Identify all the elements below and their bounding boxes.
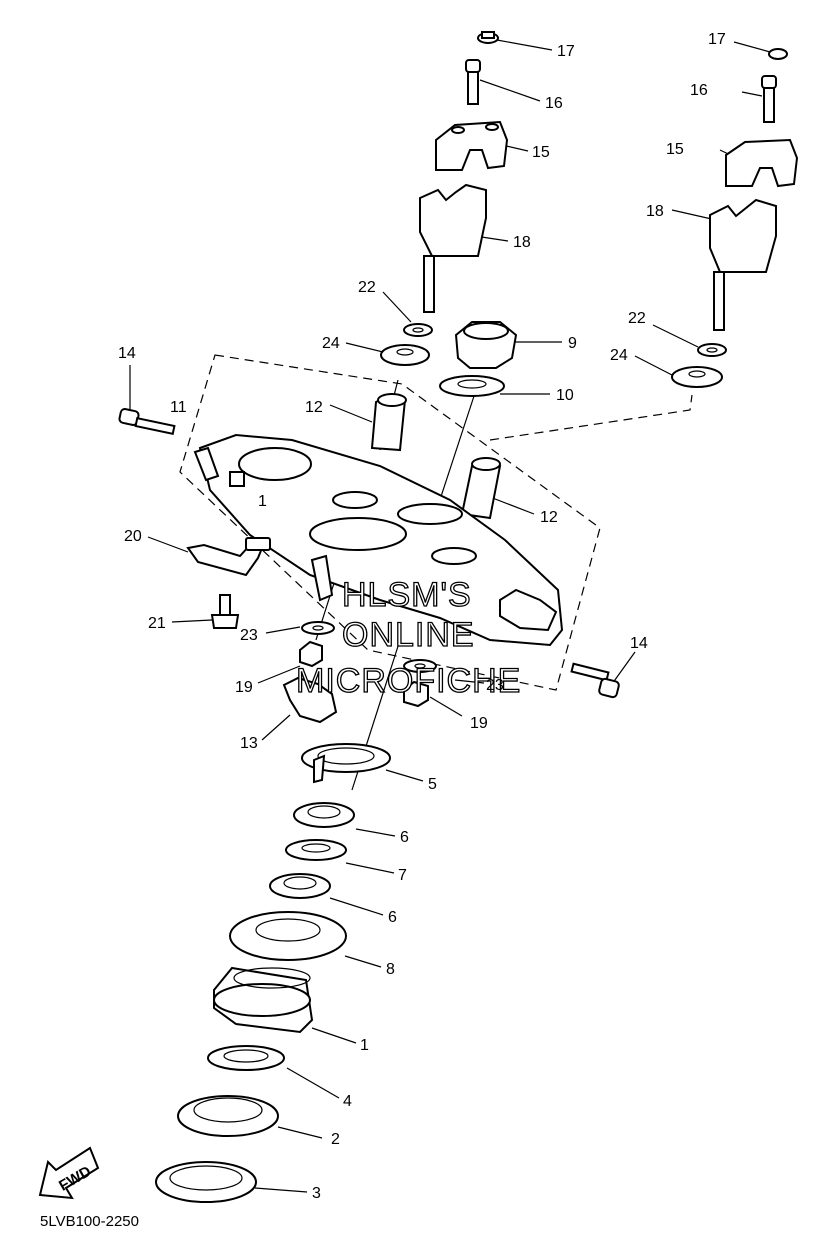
callout-8: 8 <box>386 961 395 978</box>
callout-15: 15 <box>532 144 550 161</box>
callout-9: 9 <box>568 335 577 352</box>
callout-12: 12 <box>305 399 323 416</box>
damper-24-left <box>380 344 430 366</box>
ring-nut-6-upper <box>293 802 355 828</box>
callout-24: 24 <box>322 335 340 352</box>
callout-3: 3 <box>312 1185 321 1202</box>
callout-19: 19 <box>470 715 488 732</box>
callout-20: 20 <box>124 528 142 545</box>
callout-17: 17 <box>708 31 726 48</box>
upper-clamp-15-left <box>435 120 509 171</box>
callout-16: 16 <box>545 95 563 112</box>
washer-23-right <box>403 659 437 673</box>
steering-nut-9 <box>454 321 518 369</box>
callout-16: 16 <box>690 82 708 99</box>
upper-bracket-11 <box>193 433 564 647</box>
callout-7: 7 <box>398 867 407 884</box>
callout-10: 10 <box>556 387 574 404</box>
pinch-bolt-14-right <box>570 662 620 699</box>
callout-2: 2 <box>331 1131 340 1148</box>
callout-22: 22 <box>358 279 376 296</box>
cap-17-left <box>477 31 499 44</box>
lock-washer-5 <box>301 743 391 784</box>
cable-guide-20 <box>186 537 271 577</box>
washer-23-left <box>301 621 335 635</box>
callout-23: 23 <box>240 627 258 644</box>
fwd-arrow-icon: FWD <box>38 1146 100 1200</box>
bearing-race-2 <box>177 1095 279 1137</box>
washer-22-right <box>697 343 727 357</box>
callout-6: 6 <box>400 829 409 846</box>
washer-22-left <box>403 323 433 337</box>
callout-5: 5 <box>428 776 437 793</box>
washer-4 <box>207 1045 285 1071</box>
callout-17: 17 <box>557 43 575 60</box>
washer-10 <box>439 375 505 397</box>
nut-19-right <box>403 680 429 708</box>
handlebar-holder-18-left <box>419 183 487 313</box>
callout-14: 14 <box>630 635 648 652</box>
callout-4: 4 <box>343 1093 352 1110</box>
callout-labels: 17 16 15 18 17 16 15 18 22 24 9 10 22 24… <box>118 31 726 1202</box>
callout-6: 6 <box>388 909 397 926</box>
watermark: HLSM'S ONLINE MICROFICHE <box>295 575 521 700</box>
callout-12: 12 <box>540 509 558 526</box>
callout-18: 18 <box>513 234 531 251</box>
rubber-washer-7 <box>285 839 347 861</box>
callout-24: 24 <box>610 347 628 364</box>
watermark-line-2: ONLINE <box>342 616 475 654</box>
bearing-1 <box>213 966 314 1034</box>
damper-24-right <box>671 366 723 388</box>
collar-12-left <box>370 393 407 452</box>
callout-13: 13 <box>240 735 258 752</box>
seal-3 <box>155 1161 257 1203</box>
callout-19: 19 <box>235 679 253 696</box>
dust-seal-8 <box>229 911 347 961</box>
callout-11: 11 <box>170 399 187 416</box>
bolt-16-left <box>465 59 481 105</box>
watermark-line-3: MICROFICHE <box>296 662 521 700</box>
cap-17-right <box>768 48 788 60</box>
callout-14: 14 <box>118 345 136 362</box>
callout-18: 18 <box>646 203 664 220</box>
bolt-21 <box>210 594 240 629</box>
collar-12-right <box>460 457 502 520</box>
callout-23: 23 <box>486 677 504 694</box>
pinch-bolt-14-left <box>118 408 176 436</box>
callout-15: 15 <box>666 141 684 158</box>
callout-1: 1 <box>360 1037 369 1054</box>
bolt-16-right <box>761 75 777 123</box>
callout-22: 22 <box>628 310 646 327</box>
ring-nut-6-lower <box>269 873 331 899</box>
callout-21: 21 <box>148 615 166 632</box>
handlebar-holder-18-right <box>709 198 777 331</box>
leader-lines <box>129 39 771 1193</box>
part-code: 5LVB100-2250 <box>40 1213 139 1230</box>
upper-clamp-15-right <box>725 138 799 188</box>
plate-13 <box>282 676 338 724</box>
nut-19-left <box>299 640 323 668</box>
watermark-line-1: HLSM'S <box>342 576 472 614</box>
callout-1: 1 <box>258 493 267 510</box>
